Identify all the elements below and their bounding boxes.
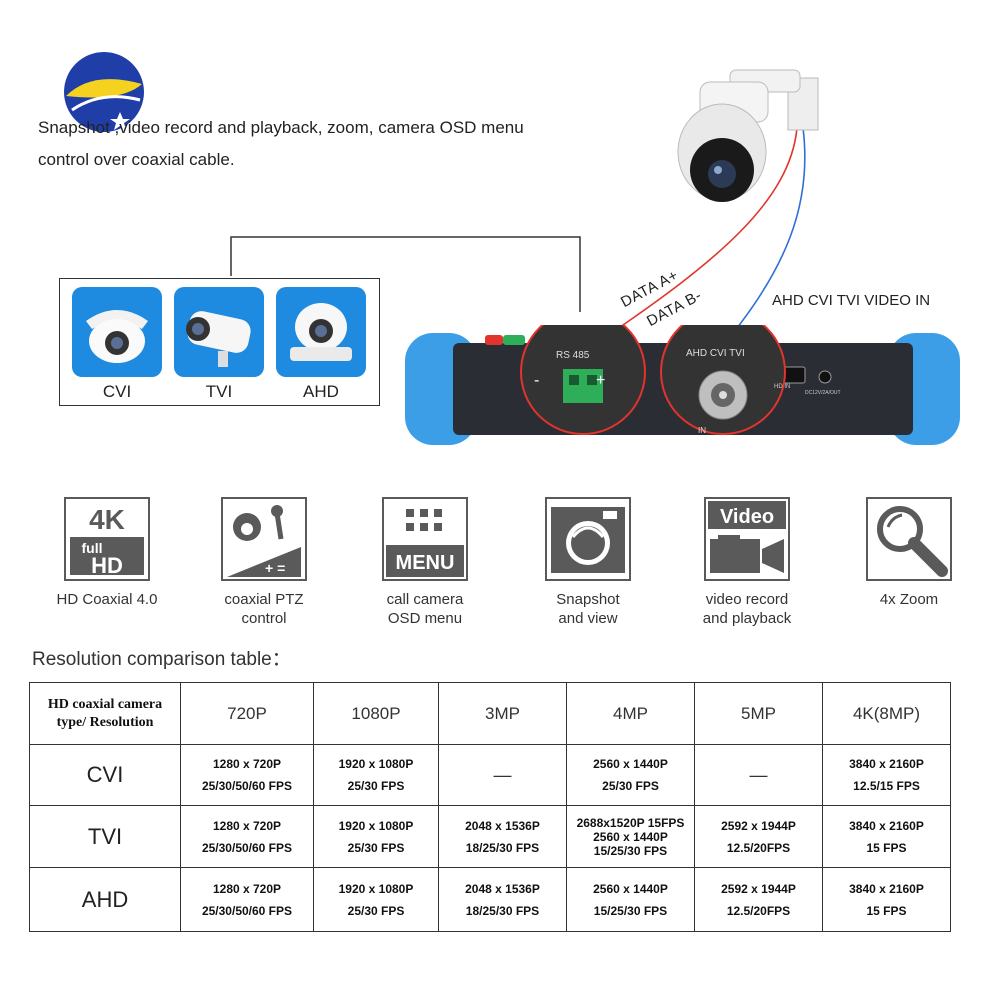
video-text: Video [720, 506, 774, 528]
plus-label: + [596, 372, 606, 389]
hdmi-label: HD IN [774, 384, 791, 390]
column-header: 3MP [438, 682, 567, 745]
connector-line [230, 236, 581, 312]
row-header: AHD [29, 867, 181, 932]
tester-device [405, 325, 960, 445]
intro-line-2: control over coaxial cable. [38, 150, 235, 169]
camera-type-label: TVI [205, 382, 233, 401]
table-title: Resolution comparison table： [32, 649, 291, 670]
menu-text: MENU [396, 552, 455, 574]
ahd-camera-icon [276, 287, 366, 377]
full-text: full [82, 540, 103, 556]
table-cell: — [694, 744, 823, 806]
column-header: 4K(8MP) [822, 682, 951, 745]
column-header: 720P [180, 682, 314, 745]
minus-label: - [534, 372, 540, 389]
cvi-camera-icon [72, 287, 162, 377]
video-record-icon: Video [704, 497, 790, 581]
connection-diagram [230, 69, 819, 359]
video-in-label: AHD CVI TVI VIDEO IN [772, 292, 931, 309]
svg-text:+ =: + = [265, 560, 285, 576]
table-header-row: HD coaxial camera type/ Resolution 720P … [29, 682, 951, 745]
zoom-icon [866, 497, 952, 581]
column-header: 5MP [694, 682, 823, 745]
camera-type-panel: CVI TVI AHD [59, 278, 380, 406]
column-header: 1080P [313, 682, 439, 745]
4k-text: 4K [89, 504, 125, 535]
camera-type-label: CVI [102, 382, 132, 401]
row-header: CVI [29, 744, 181, 806]
rs485-label: RS 485 [556, 350, 590, 361]
resolution-table: HD coaxial camera type/ Resolution 720P … [29, 682, 951, 932]
green-terminal [563, 369, 603, 403]
column-header: 4MP [566, 682, 695, 745]
osd-menu-icon: MENU [382, 497, 468, 581]
4k-full-hd-icon: 4K full HD [64, 497, 150, 581]
intro-text: Snapshot ,video record and playback, zoo… [38, 112, 598, 176]
table-corner-header: HD coaxial camera type/ Resolution [29, 682, 181, 745]
bnc-in-label: IN [698, 426, 706, 435]
hd-text: HD [91, 553, 123, 578]
brand-logo [64, 52, 144, 132]
ptz-control-icon: + = [221, 497, 307, 581]
tvi-camera-icon [174, 287, 264, 377]
table-cell: — [438, 744, 567, 806]
feature-label: HD Coaxial 4.0 [56, 591, 158, 608]
feature-label: 4x Zoom [879, 591, 939, 608]
row-header: TVI [29, 805, 181, 868]
ptz-dome-camera [677, 69, 819, 202]
camera-type-label: AHD [303, 382, 339, 401]
red-wire [597, 127, 798, 343]
dc-label: DC12V/2A/OUT [805, 390, 841, 396]
snapshot-icon [545, 497, 631, 581]
intro-line-1: Snapshot ,video record and playback, zoo… [38, 118, 524, 137]
bnc-label: AHD CVI TVI [686, 348, 745, 359]
